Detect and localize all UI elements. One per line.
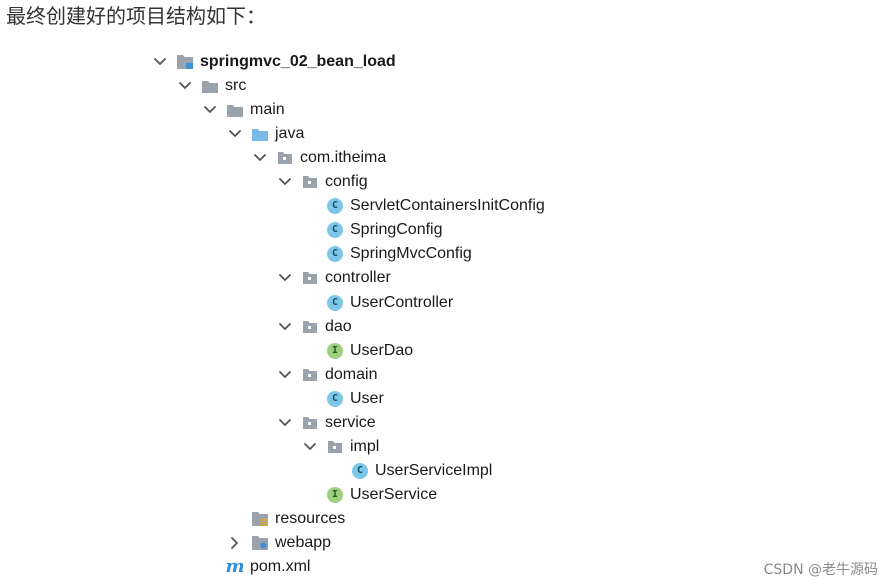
- package-icon: [301, 173, 319, 191]
- tree-row-label: SpringMvcConfig: [350, 245, 472, 262]
- folder-icon: [226, 101, 244, 119]
- tree-row-label: UserController: [350, 294, 454, 311]
- tree-row-label: src: [225, 77, 247, 94]
- class-icon: C: [351, 462, 369, 480]
- class-icon: C: [326, 245, 344, 263]
- tree-row-label: SpringConfig: [350, 221, 443, 238]
- tree-row-controller[interactable]: controller: [277, 266, 391, 290]
- tree-row-src[interactable]: src: [177, 74, 246, 98]
- tree-row-label: springmvc_02_bean_load: [200, 53, 396, 70]
- interface-icon: I: [326, 342, 344, 360]
- tree-row-servletcontainersinitconfig[interactable]: C ServletContainersInitConfig: [302, 194, 545, 218]
- tree-row-webapp[interactable]: webapp: [227, 531, 331, 555]
- tree-row-label: main: [250, 101, 285, 118]
- page-heading: 最终创建好的项目结构如下：: [6, 4, 266, 28]
- package-icon: [276, 149, 294, 167]
- tree-row-springmvc-02-bean-load[interactable]: springmvc_02_bean_load: [152, 50, 396, 74]
- class-icon: C: [326, 390, 344, 408]
- tree-row-label: impl: [350, 438, 380, 455]
- tree-row-label: com.itheima: [300, 149, 387, 166]
- source-root-folder-icon: [251, 125, 269, 143]
- package-icon: [301, 269, 319, 287]
- tree-row-java[interactable]: java: [227, 122, 304, 146]
- chevron-down-icon[interactable]: [277, 319, 293, 335]
- tree-row-label: controller: [325, 269, 391, 286]
- tree-row-dao[interactable]: dao: [277, 315, 352, 339]
- tree-row-label: dao: [325, 318, 352, 335]
- watermark: CSDN @老牛源码: [763, 562, 878, 578]
- chevron-down-icon[interactable]: [302, 439, 318, 455]
- tree-row-label: ServletContainersInitConfig: [350, 197, 545, 214]
- tree-row-userservice[interactable]: I UserService: [302, 483, 437, 507]
- tree-row-label: UserServiceImpl: [375, 462, 493, 479]
- tree-row-label: config: [325, 173, 368, 190]
- chevron-down-icon[interactable]: [227, 126, 243, 142]
- tree-row-usercontroller[interactable]: C UserController: [302, 291, 453, 315]
- web-folder-icon: [251, 534, 269, 552]
- tree-row-com-itheima[interactable]: com.itheima: [252, 146, 386, 170]
- chevron-down-icon[interactable]: [277, 174, 293, 190]
- tree-row-user[interactable]: C User: [302, 387, 384, 411]
- tree-row-label: domain: [325, 366, 378, 383]
- tree-row-resources[interactable]: resources: [227, 507, 345, 531]
- interface-icon: I: [326, 486, 344, 504]
- folder-icon: [201, 77, 219, 95]
- chevron-down-icon[interactable]: [152, 54, 168, 70]
- tree-row-main[interactable]: main: [202, 98, 285, 122]
- tree-row-pom-xml[interactable]: m pom.xml: [202, 555, 310, 579]
- chevron-down-icon[interactable]: [177, 78, 193, 94]
- package-icon: [301, 318, 319, 336]
- package-icon: [301, 366, 319, 384]
- tree-row-label: java: [275, 125, 305, 142]
- class-icon: C: [326, 294, 344, 312]
- chevron-down-icon[interactable]: [202, 102, 218, 118]
- chevron-down-icon[interactable]: [277, 367, 293, 383]
- tree-row-label: resources: [275, 510, 346, 527]
- tree-row-domain[interactable]: domain: [277, 363, 377, 387]
- tree-row-label: webapp: [275, 534, 332, 551]
- tree-row-springmvcconfig[interactable]: C SpringMvcConfig: [302, 242, 472, 266]
- package-icon: [301, 414, 319, 432]
- tree-row-label: pom.xml: [250, 558, 311, 575]
- tree-row-config[interactable]: config: [277, 170, 368, 194]
- package-icon: [326, 438, 344, 456]
- tree-row-service[interactable]: service: [277, 411, 376, 435]
- chevron-down-icon[interactable]: [277, 415, 293, 431]
- tree-row-userserviceimpl[interactable]: C UserServiceImpl: [327, 459, 492, 483]
- chevron-right-icon[interactable]: [227, 535, 243, 551]
- maven-icon: m: [225, 556, 245, 577]
- tree-row-springconfig[interactable]: C SpringConfig: [302, 218, 443, 242]
- tree-row-label: UserService: [350, 486, 438, 503]
- tree-row-impl[interactable]: impl: [302, 435, 379, 459]
- module-folder-icon: [176, 53, 194, 71]
- chevron-down-icon[interactable]: [252, 150, 268, 166]
- tree-row-label: User: [350, 390, 384, 407]
- class-icon: C: [326, 197, 344, 215]
- resources-folder-icon: [251, 510, 269, 528]
- tree-row-label: service: [325, 414, 376, 431]
- chevron-down-icon[interactable]: [277, 270, 293, 286]
- tree-row-label: UserDao: [350, 342, 414, 359]
- tree-row-userdao[interactable]: I UserDao: [302, 339, 413, 363]
- class-icon: C: [326, 221, 344, 239]
